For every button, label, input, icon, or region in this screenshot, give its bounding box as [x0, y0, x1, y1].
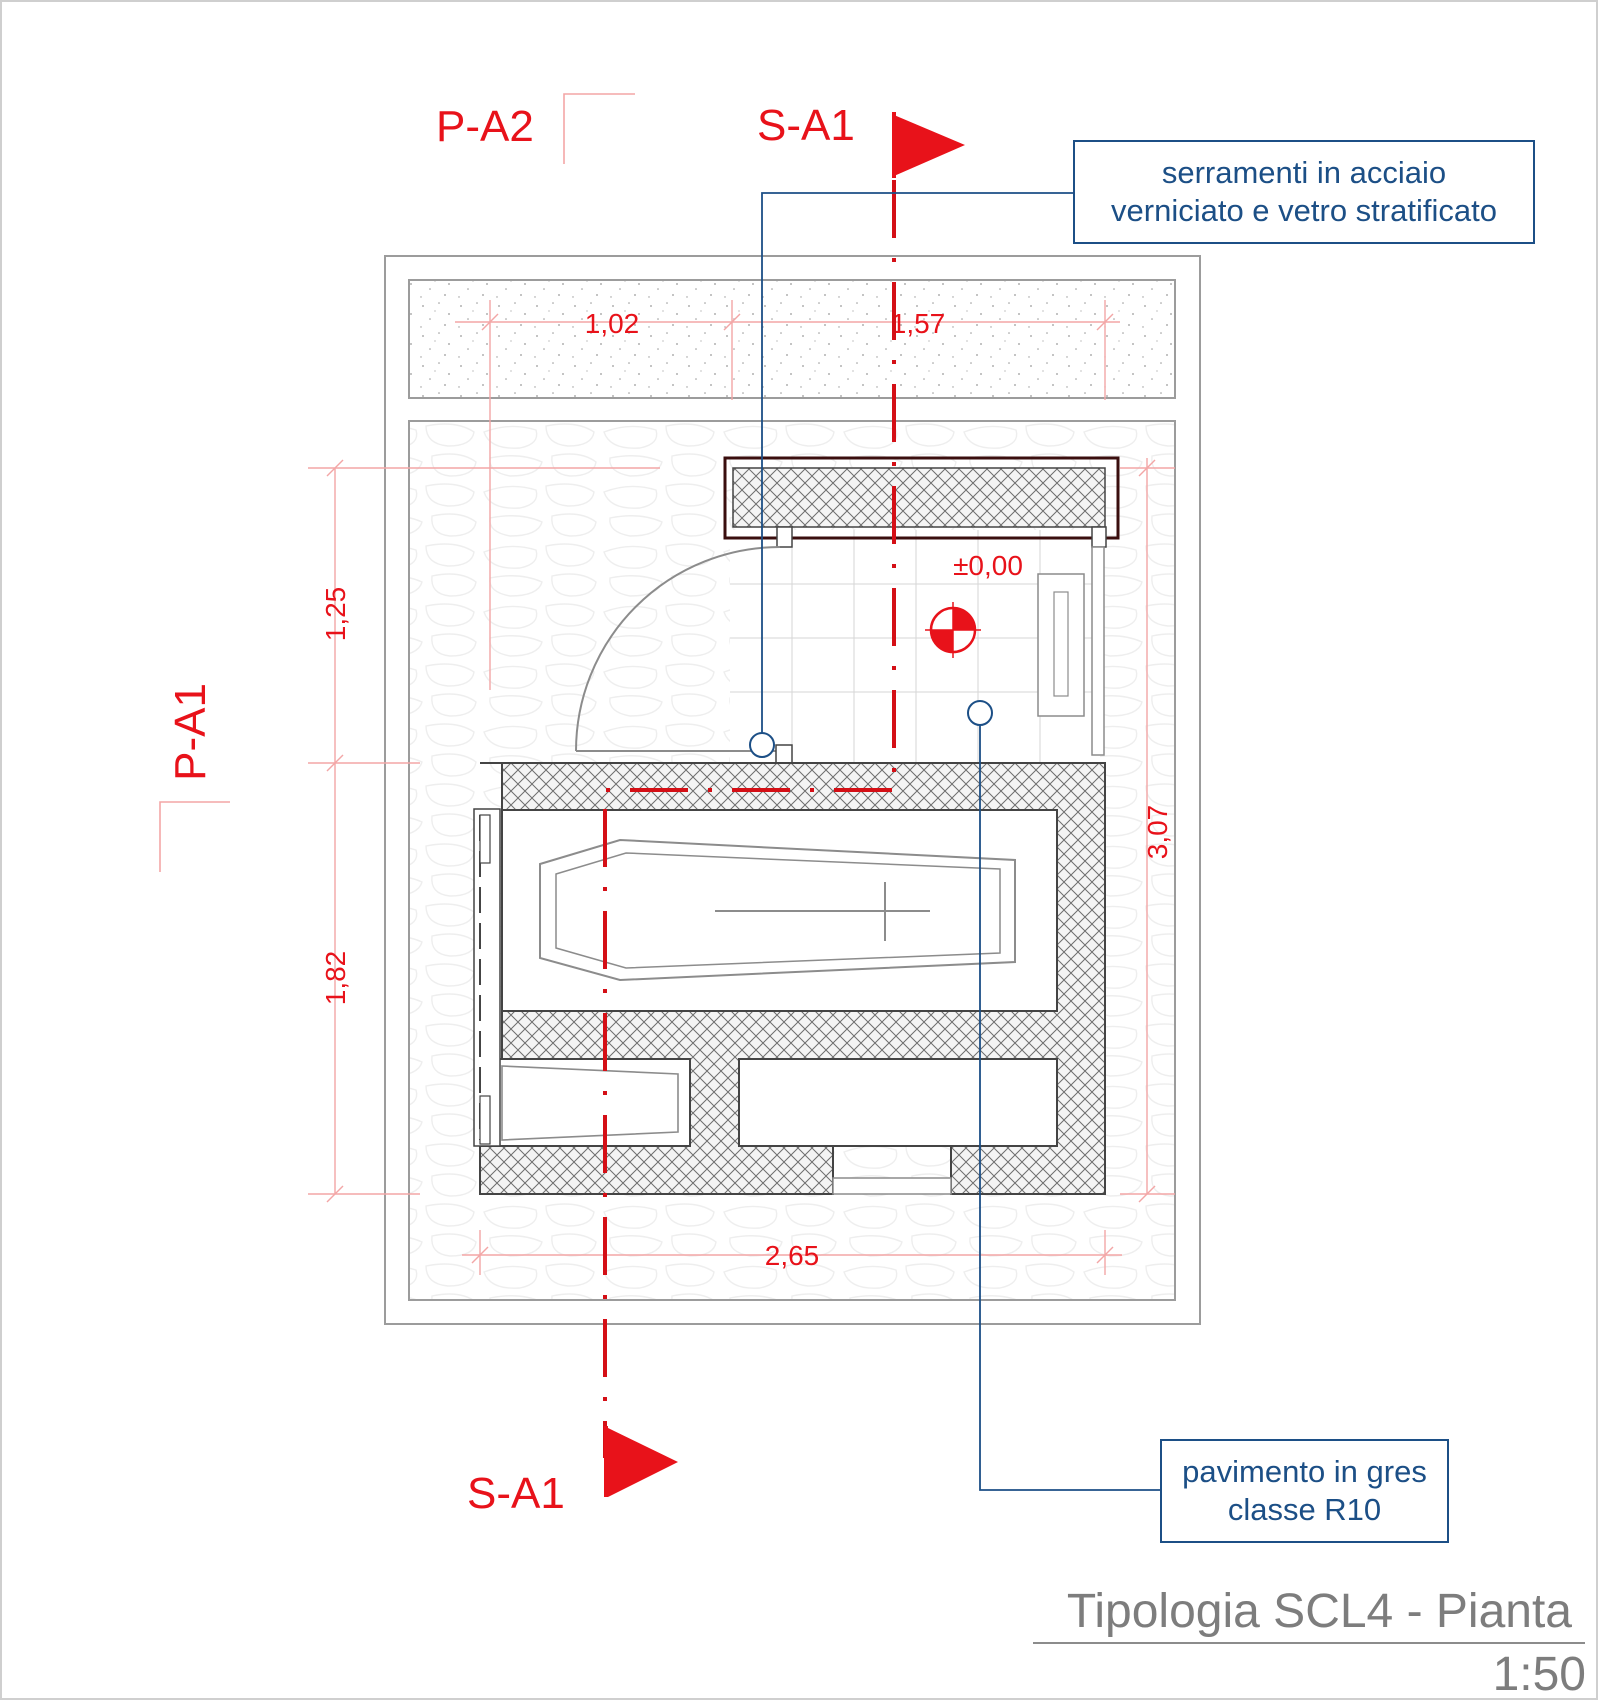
- plan-mark-side: P-A1: [166, 683, 215, 781]
- dimension-lines: [308, 300, 1175, 1275]
- leader-marker-floor: [967, 700, 993, 726]
- door-swing-arc: [575, 546, 781, 752]
- ossuary-box: [501, 1065, 679, 1141]
- hinge-bottom: [479, 1095, 491, 1145]
- section-mark-top: S-A1: [757, 101, 855, 150]
- dim-right-total: 3,07: [1142, 805, 1173, 860]
- level-label: ±0,00: [953, 550, 1023, 581]
- section-flag-top: [894, 115, 965, 176]
- door-jamb-left: [776, 526, 793, 548]
- plan-mark-side-bracket: [159, 801, 230, 872]
- plan-mark-top-bracket: [563, 93, 635, 164]
- note-floor: pavimento in gres classe R10: [1160, 1439, 1449, 1543]
- section-mark-bottom: S-A1: [467, 1469, 565, 1518]
- drawing-title: Tipologia SCL4 - Pianta: [1067, 1585, 1572, 1638]
- dim-left-upper: 1,25: [320, 587, 351, 642]
- bench-inner: [1053, 591, 1069, 697]
- dim-left-lower: 1,82: [320, 951, 351, 1006]
- leader-lines: [761, 192, 1160, 1491]
- plan-mark-top: P-A2: [436, 102, 534, 151]
- side-glazing: [1091, 546, 1105, 756]
- lower-cavity: [738, 1058, 1058, 1147]
- dim-top-right: 1,57: [891, 308, 946, 339]
- leader-marker-windows: [749, 732, 775, 758]
- dim-bottom-width: 2,65: [765, 1240, 820, 1271]
- front-wall-hatch: [732, 467, 1106, 528]
- door-stop: [775, 744, 793, 764]
- section-flag-bottom: [608, 1428, 678, 1497]
- vent-opening: [832, 1177, 952, 1195]
- front-paving-band: [408, 279, 1176, 399]
- note-windows-line1: serramenti in acciaio: [1161, 155, 1447, 190]
- front-wall-outline: [723, 456, 1120, 540]
- note-windows-line2: verniciato e vetro stratificato: [1111, 193, 1497, 228]
- dim-top-left: 1,02: [585, 308, 640, 339]
- site-boundary: [384, 255, 1201, 1325]
- level-marker-icon: [925, 602, 981, 658]
- note-floor-line1: pavimento in gres: [1182, 1454, 1427, 1489]
- coffin-lid: [555, 852, 1001, 969]
- note-windows: serramenti in acciaio verniciato e vetro…: [1073, 140, 1535, 244]
- hinge-top: [479, 814, 491, 864]
- door-jamb-right: [1091, 526, 1107, 548]
- left-enclosure: [473, 808, 501, 1147]
- section-line: [603, 180, 896, 1458]
- drawing-scale: 1:50: [1493, 1648, 1586, 1700]
- dimension-ticks: [326, 313, 1156, 1264]
- note-floor-line2: classe R10: [1227, 1492, 1382, 1527]
